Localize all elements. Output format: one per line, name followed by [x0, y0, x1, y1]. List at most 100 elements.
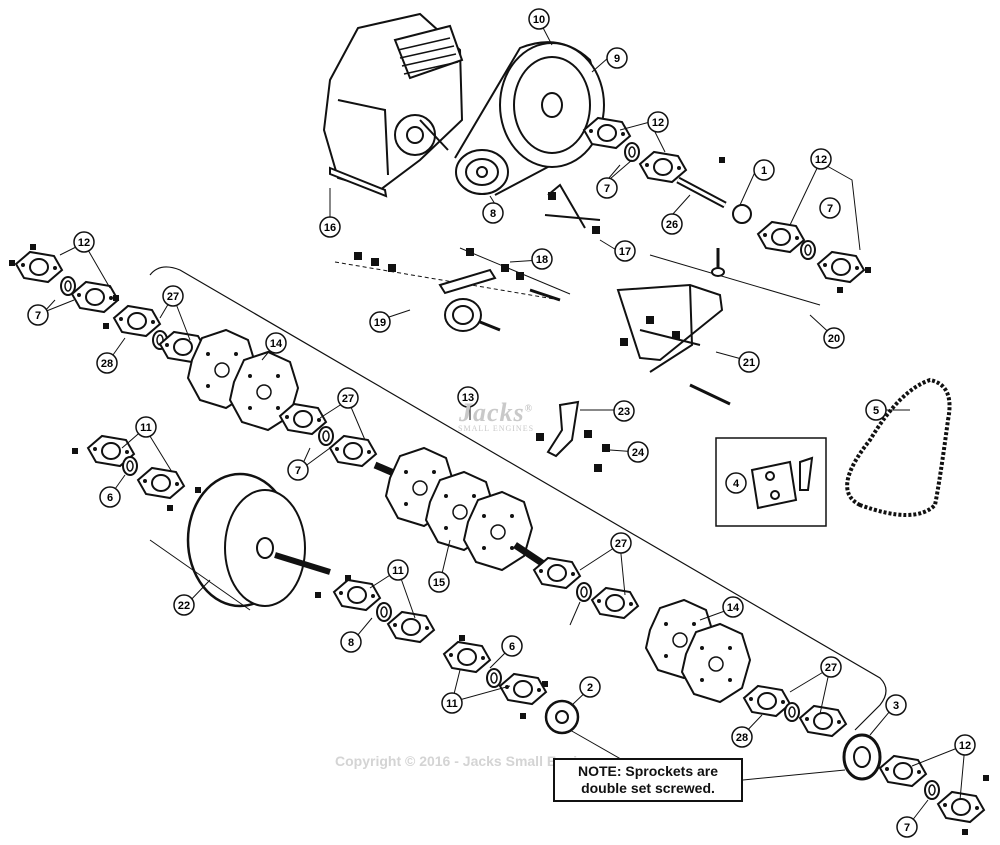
- callout-6-b: 6: [501, 635, 523, 657]
- callout-23: 23: [613, 400, 635, 422]
- svg-text:8: 8: [490, 208, 496, 220]
- svg-text:23: 23: [618, 406, 630, 418]
- callout-27-b: 27: [337, 387, 359, 409]
- svg-text:16: 16: [324, 222, 336, 234]
- callout-28-b: 28: [731, 726, 753, 748]
- svg-text:12: 12: [815, 154, 827, 166]
- svg-text:21: 21: [743, 357, 755, 369]
- idler-assembly: [334, 247, 571, 332]
- svg-text:27: 27: [167, 291, 179, 303]
- svg-text:4: 4: [733, 478, 740, 490]
- callout-22: 22: [173, 594, 195, 616]
- upper-tine-shaft: [9, 244, 989, 835]
- callout-19: 19: [369, 311, 391, 333]
- svg-text:8: 8: [348, 637, 354, 649]
- svg-text:1: 1: [761, 165, 767, 177]
- callout-26: 26: [661, 213, 683, 235]
- engine: [322, 12, 464, 198]
- callout-6-a: 6: [99, 486, 121, 508]
- svg-text:24: 24: [632, 447, 645, 459]
- watermark-registered: ®: [524, 403, 534, 415]
- svg-text:11: 11: [392, 565, 404, 577]
- svg-text:2: 2: [587, 682, 593, 694]
- note-line-2: double set screwed.: [581, 780, 715, 796]
- tine-shaft-frame: [149, 266, 887, 731]
- callout-24: 24: [627, 441, 649, 463]
- svg-text:22: 22: [178, 600, 190, 612]
- callout-3: 3: [885, 694, 907, 716]
- callout-14-a: 14: [265, 332, 287, 354]
- callout-27-c: 27: [610, 532, 632, 554]
- callout-4: 4: [725, 472, 747, 494]
- drive-belt-pulleys: [454, 41, 605, 196]
- svg-text:15: 15: [433, 577, 445, 589]
- drive-chain: [845, 377, 952, 517]
- callout-5: 5: [865, 399, 887, 421]
- bracket-17: [544, 183, 601, 234]
- callout-12-d: 12: [954, 734, 976, 756]
- callout-9: 9: [606, 47, 628, 69]
- bracket-assembly: [616, 248, 821, 406]
- callout-8-a: 8: [482, 202, 504, 224]
- callout-20: 20: [823, 327, 845, 349]
- callout-10: 10: [528, 8, 550, 30]
- svg-text:27: 27: [342, 393, 354, 405]
- svg-text:12: 12: [652, 117, 664, 129]
- callout-15: 15: [428, 571, 450, 593]
- wheel-axle: [72, 435, 641, 771]
- svg-text:27: 27: [615, 538, 627, 550]
- watermark-sub: SMALL ENGINES: [458, 424, 535, 433]
- svg-text:3: 3: [893, 700, 899, 712]
- svg-text:11: 11: [140, 422, 152, 434]
- callouts: 10 9 12 1 12 7 7 8 16 26 17 18 19 20 21 …: [27, 8, 976, 838]
- svg-text:7: 7: [904, 822, 910, 834]
- svg-text:28: 28: [101, 358, 113, 370]
- callout-12-b: 12: [810, 148, 832, 170]
- callout-13: 13: [457, 386, 479, 408]
- callout-12-a: 12: [647, 111, 669, 133]
- note-box: NOTE: Sprockets are double set screwed.: [553, 758, 743, 802]
- callout-21: 21: [738, 351, 760, 373]
- callout-11-c: 11: [441, 692, 463, 714]
- svg-text:11: 11: [446, 698, 458, 710]
- callout-18: 18: [531, 248, 553, 270]
- svg-text:7: 7: [35, 310, 41, 322]
- copyright-text: Copyright © 2016 - Jacks Small Engines: [335, 753, 602, 769]
- callout-11-b: 11: [387, 559, 409, 581]
- svg-text:28: 28: [736, 732, 748, 744]
- svg-text:6: 6: [107, 492, 113, 504]
- inset-part-4: [715, 437, 827, 527]
- callout-8-b: 8: [340, 631, 362, 653]
- note-line-1: NOTE: Sprockets are: [577, 763, 719, 779]
- svg-text:19: 19: [374, 317, 386, 329]
- svg-text:12: 12: [959, 740, 971, 752]
- svg-text:27: 27: [825, 662, 837, 674]
- callout-7-d: 7: [287, 459, 309, 481]
- watermark-logo: Jacks® SMALL ENGINES: [458, 398, 534, 433]
- clip-parts: [536, 400, 610, 472]
- svg-text:13: 13: [462, 392, 474, 404]
- svg-text:17: 17: [619, 246, 631, 258]
- callout-12-c: 12: [73, 231, 95, 253]
- callout-16: 16: [319, 216, 341, 238]
- callout-17: 17: [614, 240, 636, 262]
- svg-text:6: 6: [509, 641, 515, 653]
- callout-14-b: 14: [722, 596, 744, 618]
- callout-27-a: 27: [162, 285, 184, 307]
- svg-text:20: 20: [828, 333, 840, 345]
- callout-28-a: 28: [96, 352, 118, 374]
- callout-7-c: 7: [27, 304, 49, 326]
- svg-text:14: 14: [270, 338, 283, 350]
- svg-text:10: 10: [533, 14, 545, 26]
- callout-7-e: 7: [896, 816, 918, 838]
- svg-text:5: 5: [873, 405, 879, 417]
- callout-1: 1: [753, 159, 775, 181]
- svg-text:9: 9: [614, 53, 620, 65]
- callout-2: 2: [579, 676, 601, 698]
- top-shaft-assembly: [583, 117, 871, 293]
- callout-7-a: 7: [596, 177, 618, 199]
- svg-text:26: 26: [666, 219, 678, 231]
- svg-text:12: 12: [78, 237, 90, 249]
- svg-text:14: 14: [727, 602, 740, 614]
